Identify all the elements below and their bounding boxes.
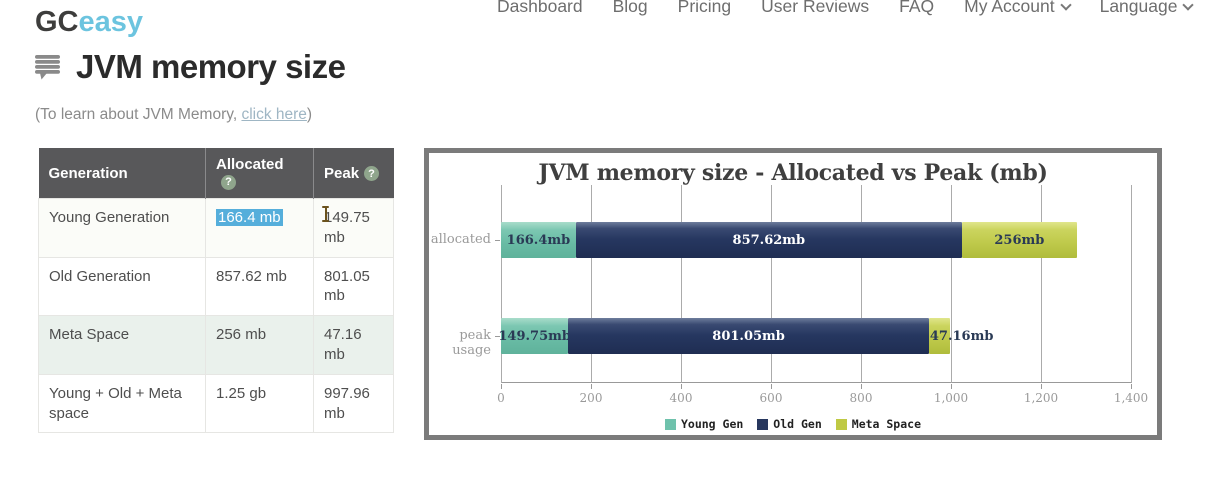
nav-pricing[interactable]: Pricing (677, 0, 732, 16)
bar-value-label: 256mb (994, 232, 1045, 248)
cell-generation: Young Generation (38, 198, 206, 258)
legend-label: Young Gen (680, 417, 744, 431)
chart-title: JVM memory size - Allocated vs Peak (mb) (538, 160, 1048, 186)
table-row: Old Generation 857.62 mb 801.05 mb (38, 256, 394, 317)
bar-segment-meta-space: 256mb (961, 222, 1077, 258)
chevron-down-icon (1059, 0, 1072, 11)
legend-label: Meta Space (851, 417, 922, 431)
page-title: JVM memory size (76, 48, 346, 85)
gridline (501, 185, 502, 383)
axis-tick (1131, 384, 1132, 389)
bar-value-label: 166.4mb (506, 232, 571, 248)
help-icon[interactable]: ? (221, 174, 236, 190)
axis-tick-label: 600 (759, 391, 783, 405)
chart-plot: 166.4mb 857.62mb 256mb 149.75mb 801.05mb 47.1… (498, 185, 1132, 389)
nav-blog[interactable]: Blog (612, 0, 648, 16)
category-label: peak usage (452, 328, 491, 358)
cell-peak: 149.75 mb (313, 198, 394, 258)
bar-segment-meta-space: 47.16mb (928, 318, 993, 354)
click-here-link[interactable]: click here (241, 106, 307, 123)
page-heading: JVM memory size (33, 48, 346, 86)
col-generation: Generation (38, 148, 206, 199)
bar-peak-usage: 149.75mb 801.05mb 47.16mb (498, 318, 1131, 354)
axis-tick (861, 384, 862, 389)
bar-value-label: 801.05mb (712, 328, 785, 344)
axis-tick-label: 1,200 (1023, 391, 1059, 405)
table-row: Young + Old + Meta space 1.25 gb 997.96 … (38, 373, 394, 434)
axis-tick (951, 384, 952, 389)
help-icon[interactable]: ? (364, 166, 380, 181)
col-allocated: Allocated? (205, 148, 314, 199)
cell-allocated: 256 mb (205, 315, 314, 375)
cell-generation: Meta Space (38, 315, 206, 375)
axis-tick-label: 200 (579, 391, 603, 405)
gridline (1041, 185, 1042, 383)
legend-swatch (757, 418, 769, 430)
axis-tick (681, 384, 682, 389)
chart-legend: Young Gen Old Gen Meta Space (429, 417, 1157, 431)
axis-tick (1041, 384, 1042, 389)
gridline (771, 185, 772, 383)
nav-language-dropdown[interactable]: Language (1100, 0, 1195, 17)
bar-value-label: 47.16mb (929, 328, 994, 344)
nav-faq[interactable]: FAQ (899, 0, 935, 16)
gridline (681, 185, 682, 383)
cell-allocated: 857.62 mb (205, 256, 314, 317)
category-label: allocated (430, 232, 491, 247)
bar-segment-old-gen: 857.62mb (575, 222, 962, 258)
cell-allocated: 1.25 gb (205, 373, 314, 434)
cell-generation: Old Generation (38, 256, 206, 317)
axis-tick-label: 400 (669, 391, 693, 405)
nav-user-reviews[interactable]: User Reviews (761, 0, 870, 16)
cell-peak: 47.16 mb (313, 315, 394, 375)
table-header-row: Generation Allocated? Peak? (38, 148, 394, 199)
selected-text: 166.4 mb (216, 209, 283, 226)
bar-segment-old-gen: 801.05mb (568, 318, 929, 354)
axis-tick-label: 1,400 (1113, 391, 1149, 405)
axis-tick (591, 384, 592, 389)
legend-label: Old Gen (773, 417, 822, 431)
axis-tick-label: 800 (849, 391, 873, 405)
chevron-down-icon (1182, 0, 1195, 11)
table-row: Young Generation 166.4 mb 149.75 mb (38, 198, 394, 258)
bar-segment-young-gen: 149.75mb (498, 318, 571, 354)
axis-tick (771, 384, 772, 389)
legend-item: Meta Space (835, 417, 922, 431)
jvm-memory-chart: JVM memory size - Allocated vs Peak (mb)… (424, 148, 1162, 440)
table-row: Meta Space 256 mb 47.16 mb (38, 315, 394, 375)
top-nav: Dashboard Blog Pricing User Reviews FAQ … (497, 0, 1195, 17)
logo-easy: easy (78, 6, 144, 38)
legend-swatch (664, 418, 676, 430)
axis-tick (501, 384, 502, 389)
gridline (1131, 185, 1132, 383)
bar-value-label: 857.62mb (732, 232, 806, 248)
axis-tick-label: 1,000 (933, 391, 969, 405)
cell-peak: 997.96 mb (313, 373, 394, 434)
col-peak: Peak? (313, 148, 394, 199)
category-tick (495, 240, 500, 241)
subtitle: (To learn about JVM Memory, click here) (35, 106, 313, 123)
cell-peak: 801.05 mb (313, 256, 394, 317)
jvm-memory-table: Generation Allocated? Peak? Young Genera… (38, 148, 394, 434)
gridline (591, 185, 592, 383)
nav-dashboard[interactable]: Dashboard (497, 0, 583, 16)
bar-value-label: 149.75mb (498, 328, 571, 344)
axis-tick-label: 0 (497, 391, 505, 405)
gridline (861, 185, 862, 383)
nav-my-account-dropdown[interactable]: My Account (964, 0, 1072, 17)
bar-allocated: 166.4mb 857.62mb 256mb (501, 222, 1131, 258)
gridline (951, 185, 952, 383)
legend-item: Old Gen (757, 417, 822, 431)
gceasy-logo[interactable]: GCeasy (35, 6, 143, 39)
cell-generation: Young + Old + Meta space (38, 373, 206, 434)
cell-allocated: 166.4 mb (205, 198, 314, 258)
bar-segment-young-gen: 166.4mb (501, 222, 576, 258)
legend-swatch (835, 418, 847, 430)
text-cursor-icon (321, 206, 330, 223)
category-tick (495, 336, 500, 337)
memory-lines-icon (35, 55, 60, 80)
legend-item: Young Gen (664, 417, 744, 431)
chart-area: 166.4mb 857.62mb 256mb 149.75mb 801.05mb 47.1… (429, 153, 1157, 435)
logo-gc: GC (35, 6, 79, 38)
